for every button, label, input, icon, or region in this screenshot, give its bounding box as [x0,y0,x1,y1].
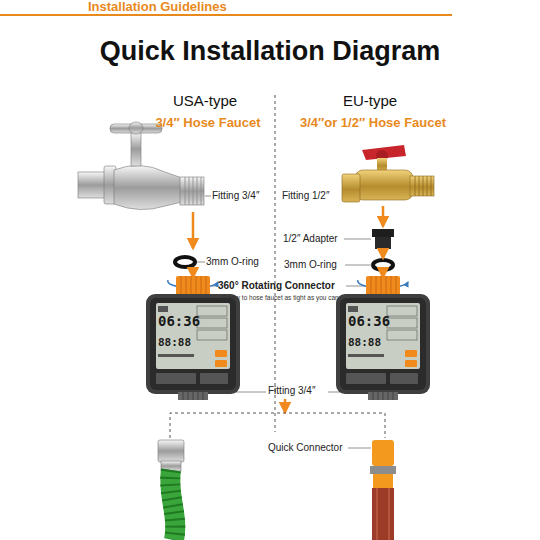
water-timer [146,294,240,394]
adapter-part [372,229,394,237]
garden-hose [158,440,184,462]
quick-connector-hose [372,440,394,466]
water-timer [200,373,228,384]
section-header: Installation Guidelines [88,0,308,15]
faucet-label: 3/4″ Hose Faucet [128,116,288,131]
water-timer [156,303,230,369]
column-heading: USA-type [140,92,270,109]
water-timer [158,306,168,312]
water-timer [215,350,227,357]
leader-line [344,239,371,240]
lcd-digits: 88:88 [158,337,198,350]
part-label: Fitting 3/4″ [268,385,330,397]
chrome-faucet [78,172,108,198]
leader-line [205,196,211,197]
header-rule [0,15,452,16]
water-timer [176,276,210,296]
column-heading: EU-type [305,92,435,109]
divider-line [275,95,276,432]
lcd-digits: 88:88 [348,337,388,350]
quick-connector-hose [377,488,389,540]
garden-hose [158,440,184,540]
brass-faucet [355,170,413,200]
water-timer [336,276,430,400]
part-label: Fitting 3/4″ [212,190,274,202]
chrome-faucet [131,132,141,166]
header-rule [0,14,452,16]
diagram-title: Quick Installation Diagram [20,36,520,67]
chrome-faucet [78,122,204,210]
water-timer [197,306,227,316]
quick-connector-hose [370,466,396,474]
chrome-faucet [129,122,143,134]
divider-line [275,95,276,432]
faucet-label: 3/4″or 1/2″ Hose Faucet [288,116,458,131]
quick-connector-hose [372,488,394,540]
o-ring [175,257,195,267]
quick-connector-hose [370,440,396,540]
chrome-faucet [180,177,204,205]
chrome-faucet [185,177,201,205]
quick-connector-hose [373,474,393,488]
chrome-faucet [114,165,182,209]
water-timer [197,330,227,340]
leader-line [345,265,372,266]
part-label: 1/2″ Adapter [283,233,345,245]
garden-hose [170,470,175,540]
part-label: Quick Connector [268,442,350,454]
brass-faucet [342,145,434,202]
lcd-digits: 06:36 [158,313,198,329]
water-timer [215,360,227,367]
water-timer [181,276,206,296]
instruction-note: Screw to hose faucet as tight as you can… [222,294,352,301]
brass-faucet [410,176,434,196]
part-label: 3mm O-ring [206,256,272,268]
lcd-digits: 06:36 [348,313,388,329]
bracket-line [170,413,385,438]
water-timer [150,298,236,390]
brass-faucet [342,174,360,202]
o-ring [175,257,393,270]
water-timer [156,373,196,384]
water-timer [158,354,194,357]
brass-faucet [415,176,431,196]
flow-arrow [382,206,385,226]
o-ring [373,260,393,270]
part-label: 3mm O-ring [284,259,346,271]
leader-line [197,262,205,263]
part-label: Fitting 1/2″ [282,190,342,202]
flow-arrow [284,399,287,412]
adapter-part [375,237,391,249]
water-timer [178,392,208,400]
garden-hose [170,470,175,540]
flow-arrow [192,270,195,277]
part-label: 360° Rotating Connector [218,280,348,292]
water-timer [197,318,227,328]
flow-arrow [192,212,195,248]
flow-arrow [382,250,385,258]
bracket-line [170,413,385,438]
adapter-part [372,229,394,249]
water-timer [183,392,203,400]
leader-line [348,448,371,449]
